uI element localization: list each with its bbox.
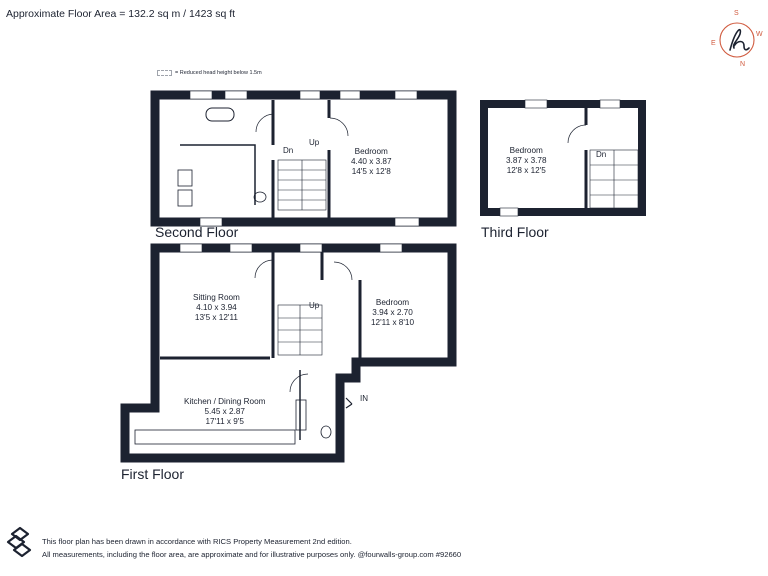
- room-name: Bedroom: [375, 298, 410, 307]
- legend-text: = Reduced head height below 1.5m: [175, 70, 262, 76]
- room-name: Sitting Room: [193, 293, 240, 302]
- room-imperial: 12'11 x 8'10: [371, 318, 415, 327]
- first-floor-title: First Floor: [121, 466, 184, 482]
- sitting-room-label: Sitting Room 4.10 x 3.94 13'5 x 12'11: [193, 293, 240, 323]
- floor-area-text: Approximate Floor Area = 132.2 sq m / 14…: [6, 8, 236, 20]
- room-imperial: 13'5 x 12'11: [194, 313, 238, 322]
- room-metric: 4.10 x 3.94: [196, 303, 237, 312]
- room-metric: 4.40 x 3.87: [351, 157, 392, 166]
- room-name: Kitchen / Dining Room: [184, 397, 266, 406]
- compass-logo: S W E N: [710, 10, 764, 70]
- third-floor-plan: [480, 99, 646, 217]
- kitchen-dining-label: Kitchen / Dining Room 5.45 x 2.87 17'11 …: [184, 397, 265, 427]
- room-name: Bedroom: [509, 146, 543, 155]
- second-floor-stair-down: Dn: [283, 146, 294, 155]
- first-floor-stair-up: Up: [309, 301, 320, 310]
- compass-e: E: [711, 40, 716, 47]
- legend: = Reduced head height below 1.5m: [157, 70, 262, 76]
- entry-stair-up: Up: [338, 373, 349, 382]
- room-metric: 3.87 x 3.78: [506, 156, 547, 165]
- compass-s: S: [734, 10, 739, 17]
- first-floor-bedroom-label: Bedroom 3.94 x 2.70 12'11 x 8'10: [371, 298, 414, 328]
- second-floor-title: Second Floor: [155, 224, 239, 240]
- first-floor-plan: [120, 243, 457, 463]
- third-floor-stair-down: Dn: [596, 150, 607, 159]
- compass-w: W: [756, 31, 763, 38]
- room-name: Bedroom: [354, 147, 388, 156]
- room-imperial: 12'8 x 12'5: [506, 166, 546, 175]
- compass-n: N: [740, 61, 746, 68]
- room-metric: 5.45 x 2.87: [204, 407, 245, 416]
- second-floor-bedroom-label: Bedroom 4.40 x 3.87 14'5 x 12'8: [351, 147, 392, 177]
- fourwalls-logo-icon: [6, 526, 32, 558]
- second-floor-stair-up: Up: [309, 138, 320, 147]
- room-imperial: 14'5 x 12'8: [351, 167, 391, 176]
- compass-ring-icon: [719, 22, 755, 58]
- third-floor-bedroom-label: Bedroom 3.87 x 3.78 12'8 x 12'5: [506, 146, 547, 176]
- footer-disclaimer: All measurements, including the floor ar…: [42, 550, 462, 559]
- second-floor-plan: [150, 90, 457, 227]
- room-imperial: 17'11 x 9'5: [205, 417, 244, 426]
- entry-label: IN: [360, 394, 368, 403]
- room-metric: 3.94 x 2.70: [372, 308, 413, 317]
- reduced-head-height-swatch: [157, 70, 172, 76]
- third-floor-title: Third Floor: [481, 224, 549, 240]
- footer-rics-note: This floor plan has been drawn in accord…: [42, 537, 352, 546]
